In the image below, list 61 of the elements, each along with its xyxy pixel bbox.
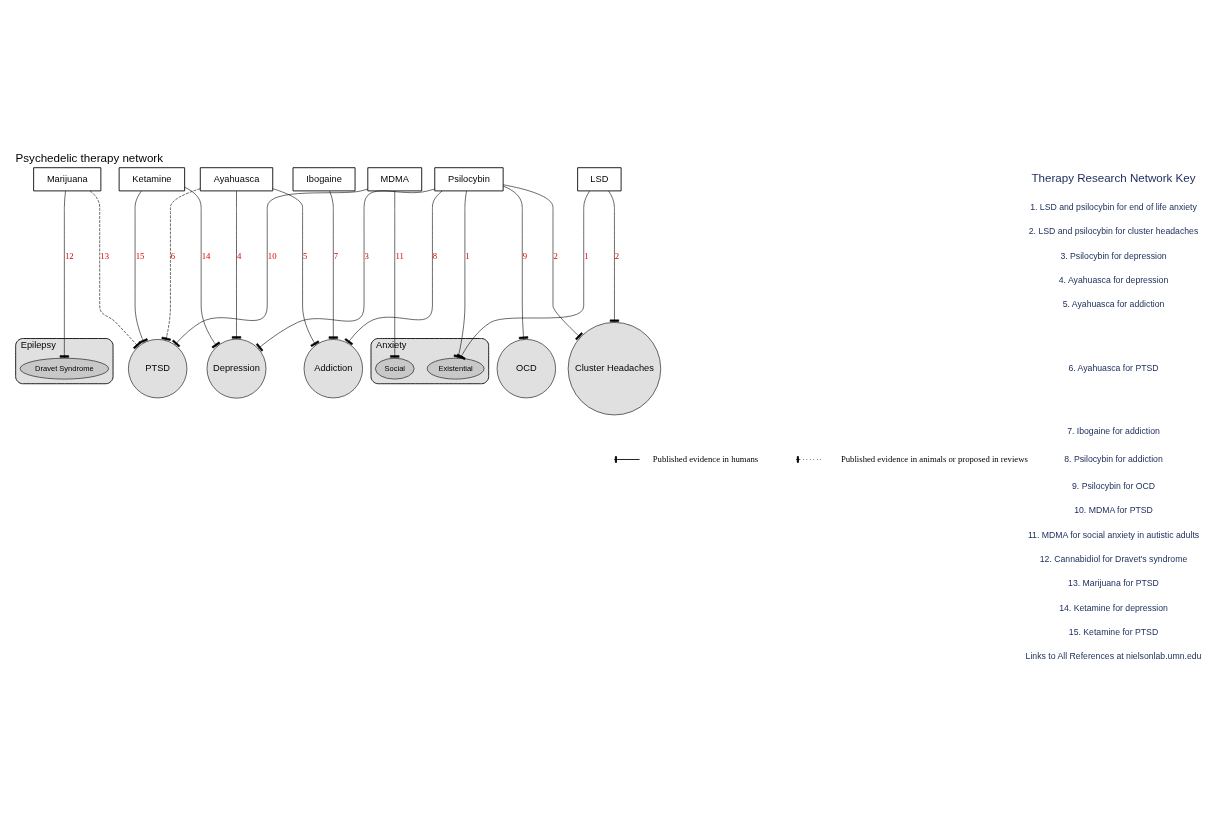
- label: 11. MDMA for social anxiety in autistic adults: [1027, 529, 1200, 540]
- label: 1. LSD and psilocybin for end of life anxiety: [1030, 202, 1197, 213]
- label: 10. MDMA for PTSD: [1074, 505, 1153, 516]
- edge-label: 5: [303, 250, 308, 261]
- edge-label: 6: [170, 250, 176, 261]
- node-circle: Cluster Headaches: [567, 322, 662, 416]
- edge-label: 1: [465, 250, 470, 261]
- connector: [390, 190, 400, 359]
- label: Links to All References at nielsonlab.umn.edu: [1025, 651, 1202, 662]
- label: 13. Marijuana for PTSD: [1068, 578, 1159, 589]
- node-circle: OCD: [496, 339, 556, 399]
- connector: [272, 188, 320, 347]
- edge-label: 12: [64, 250, 74, 261]
- label: 9. Psilocybin for OCD: [1072, 481, 1156, 492]
- connector: [503, 184, 583, 341]
- node-box: Marijuana: [33, 167, 102, 192]
- label: 15. Ketamine for PTSD: [1068, 627, 1159, 638]
- node-box: MDMA: [367, 167, 423, 192]
- connector: [255, 188, 435, 352]
- edge-label: 10: [267, 250, 277, 261]
- edge-label: 4: [236, 250, 242, 261]
- label: Therapy Research Network Key: [1031, 172, 1196, 185]
- edge-label: 2: [614, 250, 620, 261]
- connector: [184, 187, 221, 349]
- connector: [89, 190, 142, 350]
- edge-label: 13: [100, 250, 109, 261]
- connector: [344, 190, 443, 346]
- edge-label: 11: [395, 250, 404, 261]
- label: 6. Ayahuasca for PTSD: [1068, 362, 1159, 373]
- node-box: LSD: [577, 167, 622, 192]
- connector: [608, 190, 620, 323]
- edge-label: 7: [333, 250, 339, 261]
- connector: [231, 190, 242, 340]
- edge-label: 14: [201, 250, 211, 261]
- label: 4. Ayahuasca for depression: [1058, 275, 1169, 286]
- edge-label: 8: [432, 250, 438, 261]
- label: 8. Psilocybin for addiction: [1064, 453, 1163, 464]
- legend-label: Published evidence in humans: [652, 453, 759, 464]
- node-box: Psilocybin: [434, 167, 504, 192]
- label: 14. Ketamine for depression: [1059, 602, 1168, 613]
- node-box: Ibogaine: [292, 167, 356, 192]
- connector: [172, 188, 368, 348]
- legend-label: Published evidence in animals or proposed in reviews: [840, 453, 1028, 464]
- edge-label: 1: [584, 250, 589, 261]
- node-box: Ketamine: [118, 167, 186, 192]
- diagram-title: Psychedelic therapy network: [15, 151, 163, 164]
- edge-label: 15: [135, 250, 145, 261]
- connector: [134, 190, 148, 344]
- connector: [502, 185, 529, 340]
- label: 12. Cannabidiol for Dravet's syndrome: [1039, 554, 1188, 565]
- edge-label: 9: [522, 250, 528, 261]
- label: 3. Psilocybin for depression: [1060, 250, 1167, 261]
- label: 7. Ibogaine for addiction: [1067, 425, 1160, 436]
- connector: [59, 190, 69, 359]
- node-box: Ayahuasca: [199, 167, 274, 192]
- label: 5. Ayahuasca for addiction: [1062, 299, 1165, 310]
- edge-label: 2: [553, 250, 558, 261]
- connector: [328, 190, 338, 340]
- edge-label: 3: [364, 250, 369, 261]
- connector: [161, 188, 201, 341]
- label: 2. LSD and psilocybin for cluster headaches: [1028, 226, 1199, 237]
